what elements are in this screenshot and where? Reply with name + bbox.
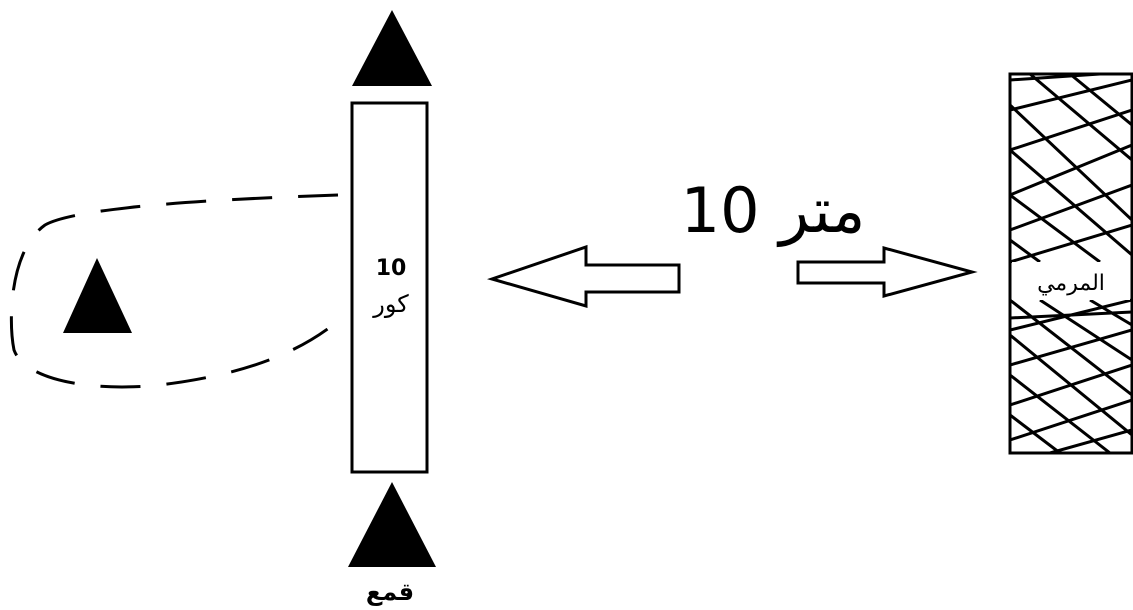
left-arrow-icon [486, 244, 681, 308]
dashed-run-path [9, 193, 346, 389]
distance-label: 10 متر [681, 174, 866, 247]
balls-bar [350, 101, 429, 474]
right-arrow-icon [796, 246, 978, 298]
cone-label: قمع [366, 578, 414, 606]
balls-word-label: كور [372, 290, 409, 318]
cone-icon [352, 10, 432, 86]
cone-icon [63, 258, 132, 333]
cone-icon [348, 482, 436, 567]
goal-label: المرمي [1037, 271, 1105, 296]
balls-count-label: 10 [376, 256, 407, 281]
goal-net [1008, 72, 1133, 455]
